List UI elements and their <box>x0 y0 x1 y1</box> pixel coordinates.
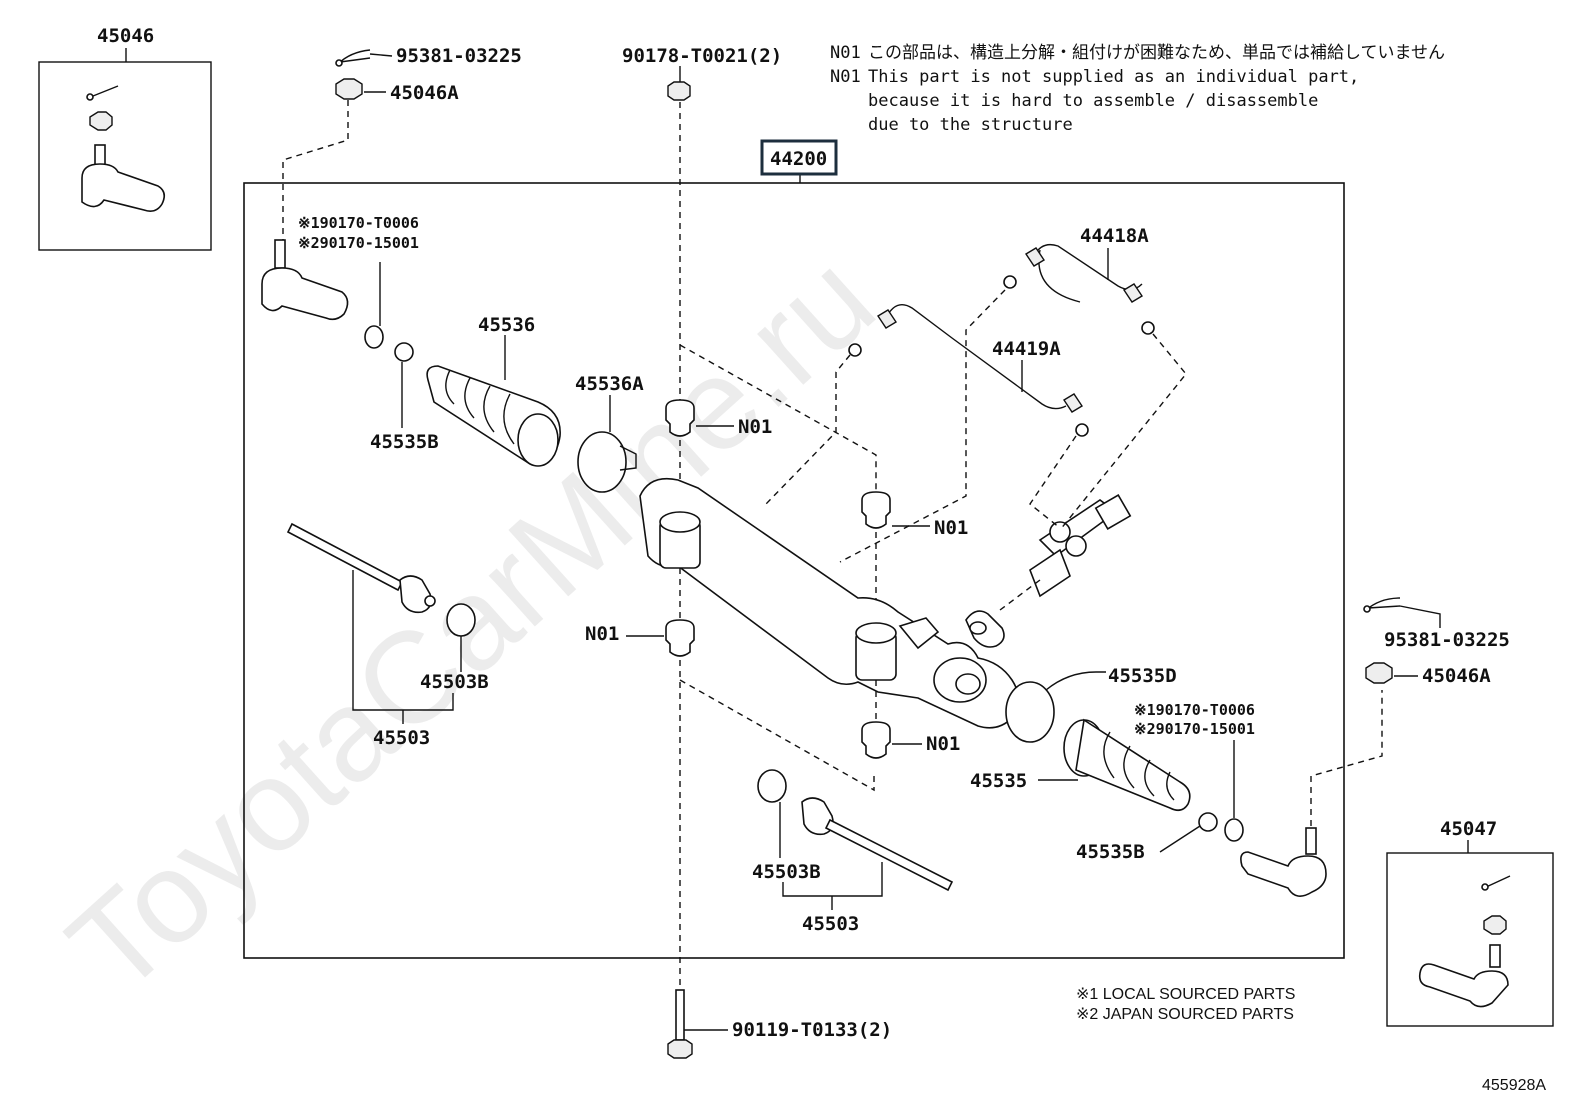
cotter-pin-icon <box>335 49 371 67</box>
part-label-rod-right[interactable]: 45503 <box>802 913 859 935</box>
part-label-alt-left-2[interactable]: ※290170-15001 <box>298 234 419 252</box>
part-label-clamp-right[interactable]: 45535D <box>1108 665 1177 687</box>
part-label-alt-right-1[interactable]: ※190170-T0006 <box>1134 701 1255 719</box>
part-label-nut-left[interactable]: 45046A <box>390 82 459 104</box>
clip-icon <box>1198 812 1218 832</box>
assembly-code-box[interactable] <box>760 139 838 176</box>
note-n01-en-line1: This part is not supplied as an individu… <box>868 67 1359 87</box>
part-label-tube-a[interactable]: 44418A <box>1080 225 1149 247</box>
part-label-boot-right[interactable]: 45535 <box>970 770 1027 792</box>
boot-clamp-icon <box>1005 681 1055 743</box>
bushing-icon <box>665 399 695 437</box>
castle-nut-icon <box>335 78 363 100</box>
note-n01-en-line3: due to the structure <box>868 115 1073 135</box>
part-label-clip-left[interactable]: 45535B <box>370 431 439 453</box>
part-label-cotter-left[interactable]: 95381-03225 <box>396 45 522 67</box>
part-label-tube-b[interactable]: 44419A <box>992 338 1061 360</box>
legend-local: ※1 LOCAL SOURCED PARTS <box>1076 986 1295 1003</box>
lock-washer-icon <box>446 603 476 637</box>
tie-rod-icon <box>286 522 436 614</box>
legend-japan: ※2 JAPAN SOURCED PARTS <box>1076 1006 1294 1023</box>
tie-rod-icon <box>801 797 954 892</box>
note-n01-en-line2: because it is hard to assemble / disasse… <box>868 91 1318 111</box>
tie-rod-end-icon <box>1240 827 1327 897</box>
part-label-cotter-right[interactable]: 95381-03225 <box>1384 629 1510 651</box>
part-label-clamp-left[interactable]: 45536A <box>575 373 644 395</box>
part-label-n01-d[interactable]: N01 <box>926 733 960 755</box>
washer-icon <box>364 325 384 349</box>
part-label-bolt-bottom[interactable]: 90119-T0133(2) <box>732 1019 892 1041</box>
assembly-code: 44200 <box>770 148 827 170</box>
bushing-icon <box>861 491 891 529</box>
part-label-bolt-top[interactable]: 90178-T0021(2) <box>622 45 782 67</box>
part-label-washer-left[interactable]: 45503B <box>420 671 489 693</box>
tie-rod-end-icon <box>261 239 349 321</box>
washer-icon <box>1224 818 1244 842</box>
bolt-icon <box>667 989 693 1059</box>
clip-icon <box>394 342 414 362</box>
bushing-icon <box>861 721 891 759</box>
tie-rod-end-icon <box>81 85 166 212</box>
cotter-pin-icon <box>1363 597 1401 613</box>
part-label-45046[interactable]: 45046 <box>97 25 154 47</box>
tie-rod-end-icon <box>1418 875 1511 1008</box>
steering-gear-housing <box>639 477 1020 729</box>
bushing-icon <box>665 619 695 657</box>
part-label-rod-left[interactable]: 45503 <box>373 727 430 749</box>
rack-boot-icon <box>426 365 561 467</box>
boot-clamp-icon <box>577 431 627 493</box>
note-n01-jp: この部品は、構造上分解・組付けが困難なため、単品では補給していません <box>868 43 1445 63</box>
pinion-valve-icon <box>965 494 1132 648</box>
assembly-frame <box>243 182 1345 959</box>
part-label-clip-right[interactable]: 45535B <box>1076 841 1145 863</box>
note-n01-jp-tag: N01 <box>830 43 861 63</box>
inset-45047 <box>1386 852 1554 1027</box>
part-label-nut-right[interactable]: 45046A <box>1422 665 1491 687</box>
part-label-alt-right-2[interactable]: ※290170-15001 <box>1134 720 1255 738</box>
part-label-n01-b[interactable]: N01 <box>934 517 968 539</box>
note-n01-en-tag: N01 <box>830 67 861 87</box>
part-label-n01-c[interactable]: N01 <box>585 623 619 645</box>
lock-washer-icon <box>757 769 787 803</box>
inset-45046 <box>38 61 212 251</box>
part-label-45047[interactable]: 45047 <box>1440 818 1497 840</box>
pressure-tube-icon <box>848 243 1155 437</box>
part-label-alt-left-1[interactable]: ※190170-T0006 <box>298 214 419 232</box>
part-label-boot-left[interactable]: 45536 <box>478 314 535 336</box>
part-label-washer-right[interactable]: 45503B <box>752 861 821 883</box>
castle-nut-icon <box>1365 662 1393 684</box>
rack-boot-icon <box>1063 718 1191 812</box>
part-label-n01-a[interactable]: N01 <box>738 416 772 438</box>
diagram-id: 455928A <box>1482 1077 1546 1094</box>
bolt-head-icon <box>667 81 691 101</box>
